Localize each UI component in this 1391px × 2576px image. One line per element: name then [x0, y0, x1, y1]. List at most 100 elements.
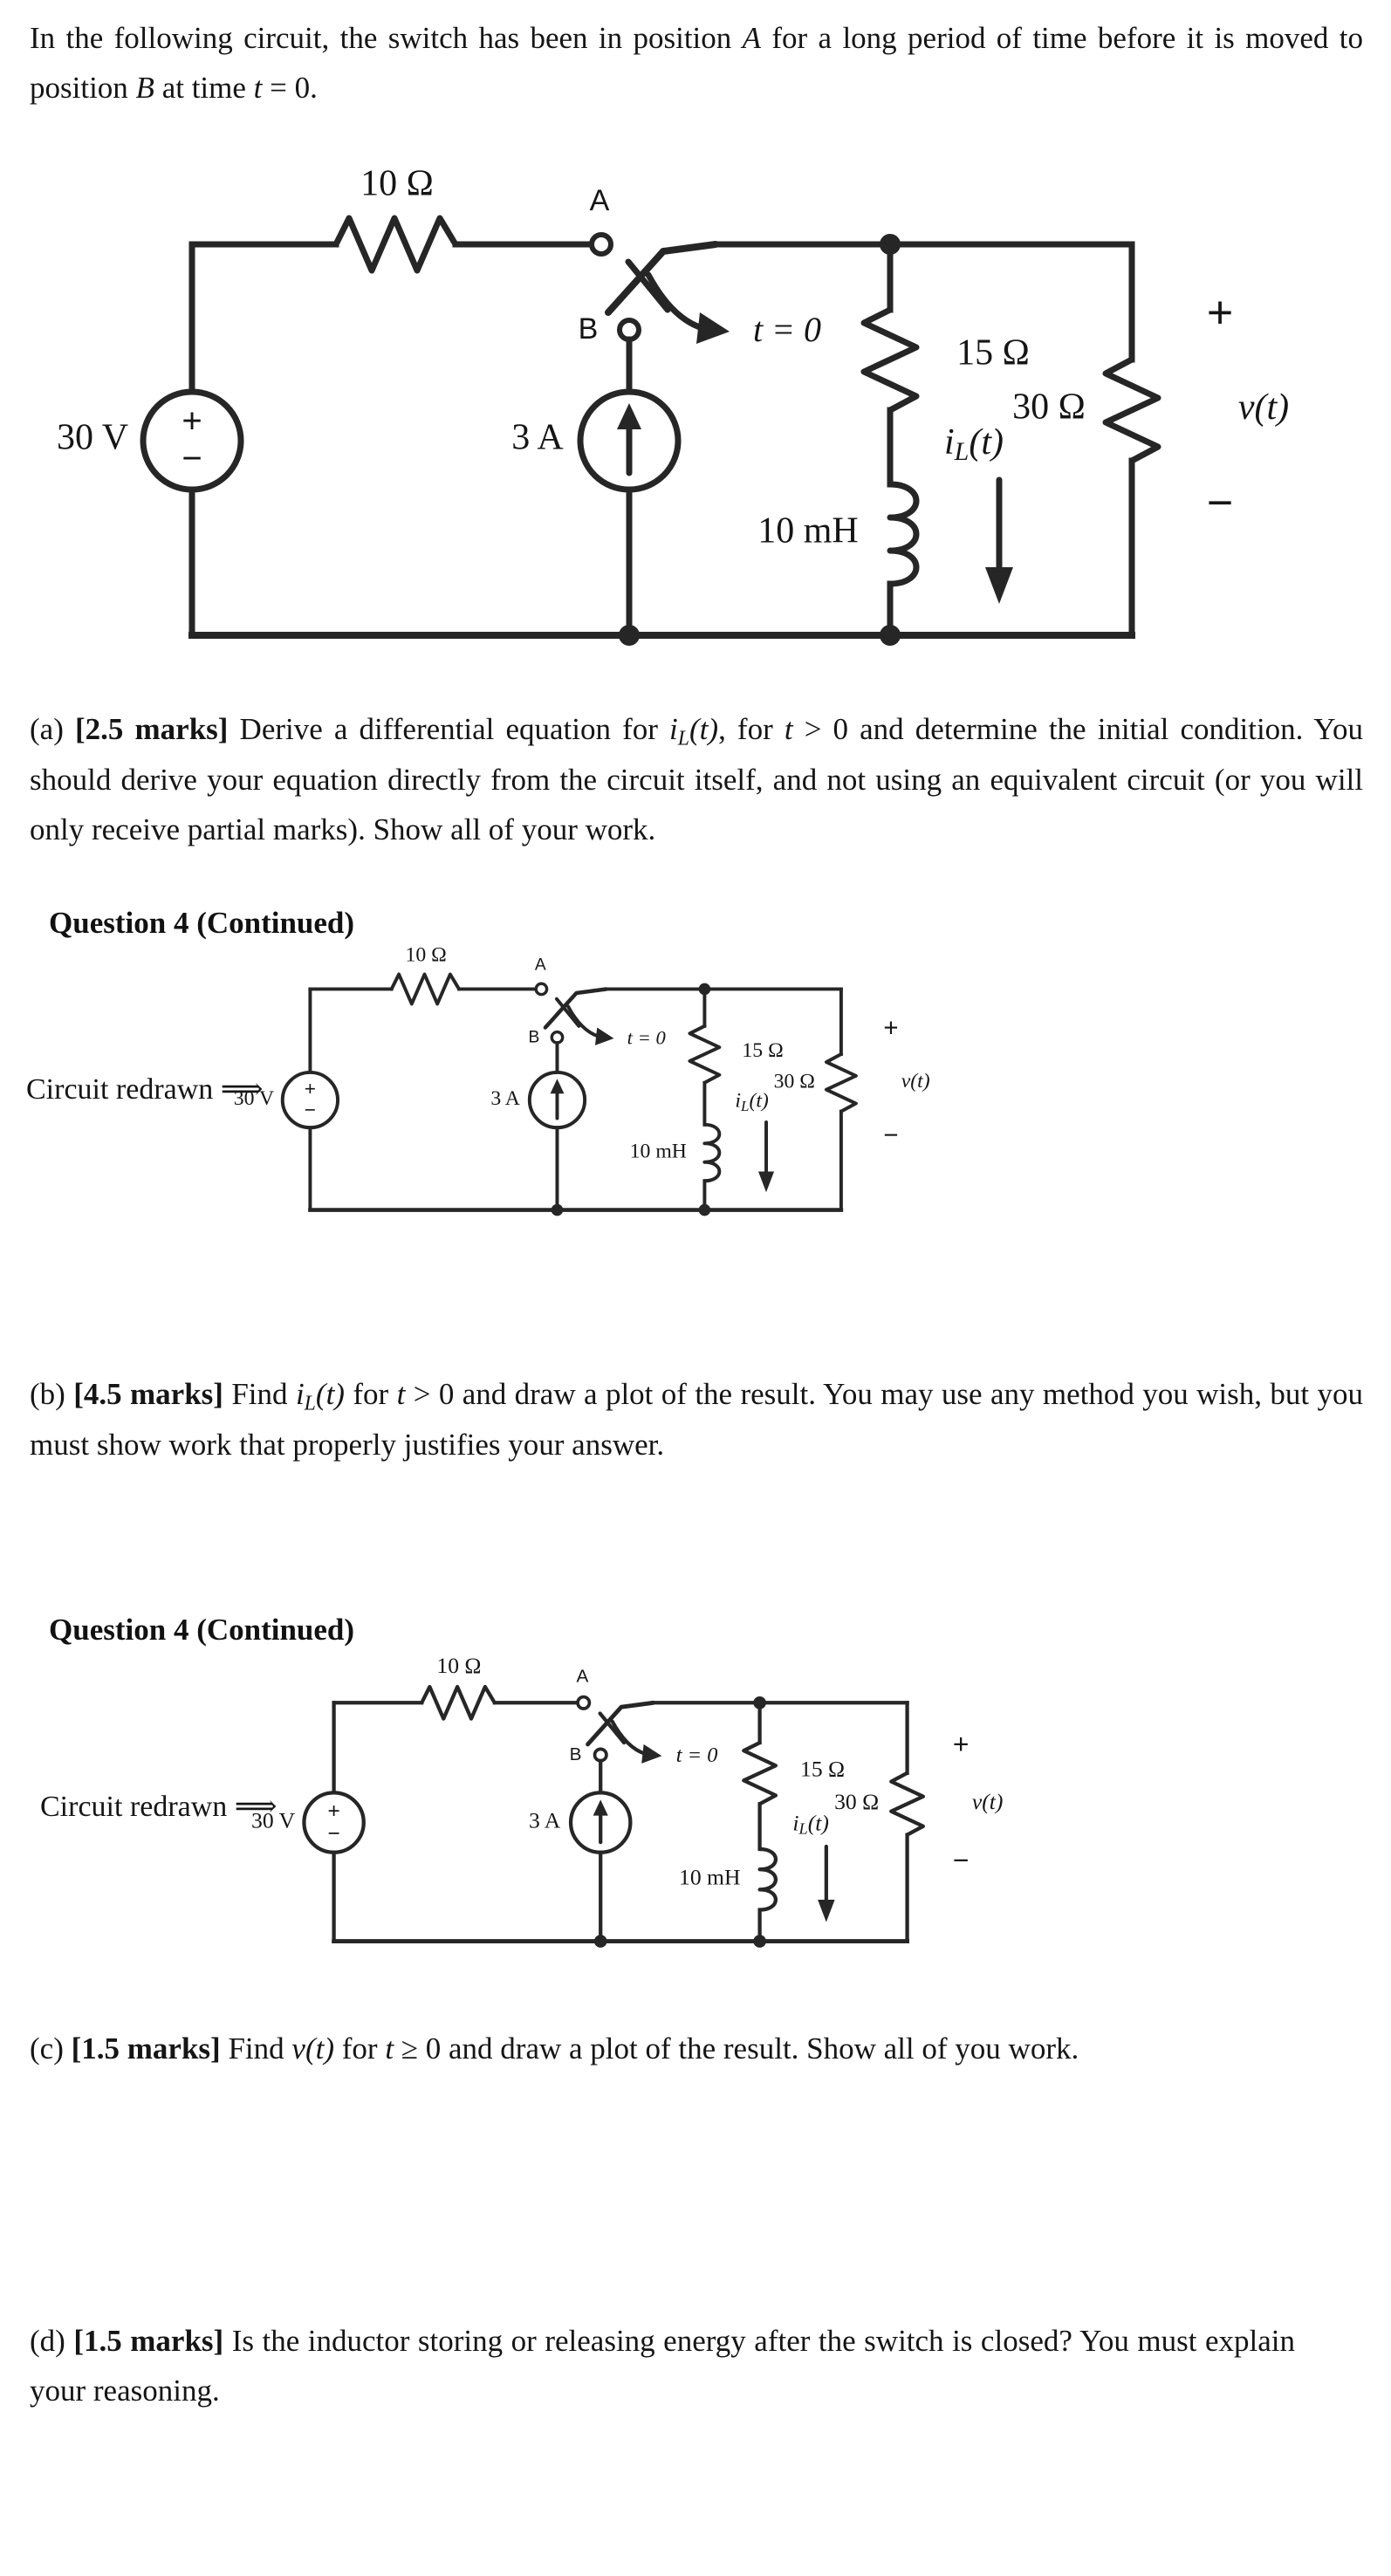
part-d-text-1: Is the inductor storing or releasing ene…: [30, 2324, 1295, 2408]
vt-minus-sign: −: [883, 1121, 898, 1150]
voltage-source-label: 30 V: [234, 1087, 274, 1110]
circuit-svg-main: 10 Ω A B t = 0 + −: [57, 164, 1289, 646]
part-c-v: v: [291, 2031, 305, 2066]
resistor-15ohm-label: 15 Ω: [742, 1039, 783, 1062]
part-a-text-2: , for: [718, 712, 785, 746]
voltage-source-minus: −: [305, 1100, 316, 1121]
resistor-15ohm-label: 15 Ω: [956, 333, 1030, 373]
switch-pivot-mark: [625, 258, 671, 313]
terminal-a-contact: [576, 1695, 592, 1710]
time-symbol: t: [253, 70, 263, 105]
inductor-10mH-label: 10 mH: [679, 1865, 740, 1890]
resistor-10ohm-label: 10 Ω: [406, 944, 447, 967]
part-b-il-arg: (t): [315, 1377, 345, 1411]
current-direction-arrowhead: [985, 567, 1013, 604]
node-dot-bottom-middle: [880, 625, 901, 646]
terminal-a-label: A: [535, 956, 546, 974]
part-b-t: t: [396, 1377, 406, 1411]
node-dot-bottom-current-source: [593, 1935, 607, 1948]
resistor-30ohm-symbol: [824, 1052, 858, 1113]
terminal-a-label: A: [577, 1667, 589, 1687]
part-a-text-1: Derive a differential equation for: [228, 712, 670, 746]
node-dot-bottom-current-source: [619, 625, 640, 646]
switch-motion-arc: [645, 271, 706, 332]
part-a-t: t: [784, 712, 793, 746]
voltage-source-plus: +: [182, 402, 202, 441]
part-b-text-1: Find: [223, 1377, 296, 1411]
part-d-marks: [1.5 marks]: [73, 2324, 224, 2358]
part-c-tag: (c): [30, 2031, 64, 2066]
part-d-tag: (d): [30, 2324, 65, 2358]
intro-paragraph: In the following circuit, the switch has…: [30, 14, 1363, 113]
terminal-b-label: B: [570, 1744, 582, 1764]
part-a-il: i: [669, 712, 678, 746]
part-c-t: t: [385, 2031, 394, 2066]
terminal-b-label: B: [579, 312, 599, 346]
switch-blade: [586, 1700, 656, 1747]
resistor-30ohm-label: 30 Ω: [834, 1789, 879, 1814]
voltage-vt-label: v(t): [972, 1789, 1004, 1814]
part-a-text-3: > 0 and determine the initial condition.…: [30, 712, 1364, 846]
part-c-text-2: for: [334, 2031, 386, 2066]
inductor-10mH-label: 10 mH: [630, 1140, 687, 1162]
circuit-redrawn-label-1: Circuit redrawn ⟹: [26, 1073, 264, 1106]
part-c-paragraph: (c) [1.5 marks] Find v(t) for t ≥ 0 and …: [30, 2024, 1363, 2074]
terminal-a-contact: [589, 232, 613, 257]
resistor-10ohm-symbol: [389, 972, 462, 1006]
switch-motion-arc: [610, 1719, 648, 1756]
switch-blade: [543, 987, 608, 1030]
intro-text-4: at time: [154, 70, 254, 105]
part-d-paragraph: (d) [1.5 marks] Is the inductor storing …: [30, 2317, 1295, 2415]
terminal-b-label: B: [529, 1028, 540, 1046]
terminal-a-contact: [534, 982, 549, 997]
voltage-vt-label: v(t): [901, 1070, 930, 1093]
switch-time-label: t = 0: [676, 1744, 718, 1767]
voltage-source-plus: +: [305, 1078, 316, 1100]
circuit-diagram-redrawn-1: 10 Ω A B t = 0 + − 30 V 3 A: [231, 925, 961, 1230]
resistor-10ohm-label: 10 Ω: [436, 1653, 481, 1678]
vt-plus-sign: +: [1207, 288, 1233, 339]
circuit-svg-redrawn-1: 10 Ω A B t = 0 + − 30 V 3 A: [234, 944, 930, 1216]
node-dot-bottom-middle: [698, 1203, 711, 1216]
resistor-10ohm-symbol: [420, 1684, 497, 1721]
resistor-10ohm-symbol: [332, 215, 459, 274]
resistor-30ohm-label: 30 Ω: [1012, 387, 1086, 428]
resistor-15ohm-symbol: [688, 1024, 722, 1085]
current-direction-arrowhead: [818, 1900, 835, 1922]
part-a-marks: [2.5 marks]: [74, 712, 229, 746]
continued-heading-1: Question 4 (Continued): [49, 906, 355, 940]
vt-minus-sign: −: [953, 1845, 970, 1876]
inductor-10mH-symbol: [887, 481, 920, 587]
current-source-arrowhead: [617, 403, 641, 429]
current-source-label: 3 A: [490, 1087, 520, 1110]
terminal-a-label: A: [590, 184, 610, 217]
current-source-label: 3 A: [511, 418, 564, 458]
resistor-15ohm-symbol: [742, 1740, 778, 1806]
part-c-marks: [1.5 marks]: [71, 2031, 221, 2066]
switch-motion-arrowhead: [594, 1027, 614, 1045]
circuit-diagram-main: 10 Ω A B t = 0 + −: [52, 131, 1344, 672]
part-b-text-3: > 0 and draw a plot of the result. You m…: [30, 1377, 1364, 1463]
part-a-il-arg: (t): [689, 712, 719, 746]
part-b-text-2: for: [344, 1377, 397, 1411]
position-a-symbol: A: [742, 21, 762, 55]
switch-motion-arc: [565, 1004, 600, 1038]
switch-blade: [605, 241, 719, 316]
switch-time-label: t = 0: [627, 1026, 667, 1048]
voltage-source-plus: +: [327, 1799, 339, 1823]
switch-motion-arrowhead: [696, 312, 730, 344]
vt-plus-sign: +: [953, 1729, 970, 1760]
resistor-15ohm-label: 15 Ω: [800, 1756, 845, 1781]
intro-text-1: In the following circuit, the switch has…: [30, 21, 743, 55]
part-b-paragraph: (b) [4.5 marks] Find iL(t) for t > 0 and…: [30, 1370, 1363, 1470]
current-il-label: iL(t): [735, 1090, 769, 1114]
continued-heading-2: Question 4 (Continued): [49, 1613, 355, 1647]
part-a-paragraph: (a) [2.5 marks] Derive a differential eq…: [30, 705, 1363, 855]
part-a-tag: (a): [30, 712, 64, 746]
voltage-vt-label: v(t): [1238, 387, 1289, 428]
part-a-il-sub: L: [677, 727, 690, 750]
resistor-15ohm-symbol: [860, 306, 920, 414]
part-c-text-3: ≥ 0 and draw a plot of the result. Show …: [394, 2031, 1079, 2066]
voltage-source-label: 30 V: [251, 1807, 296, 1833]
